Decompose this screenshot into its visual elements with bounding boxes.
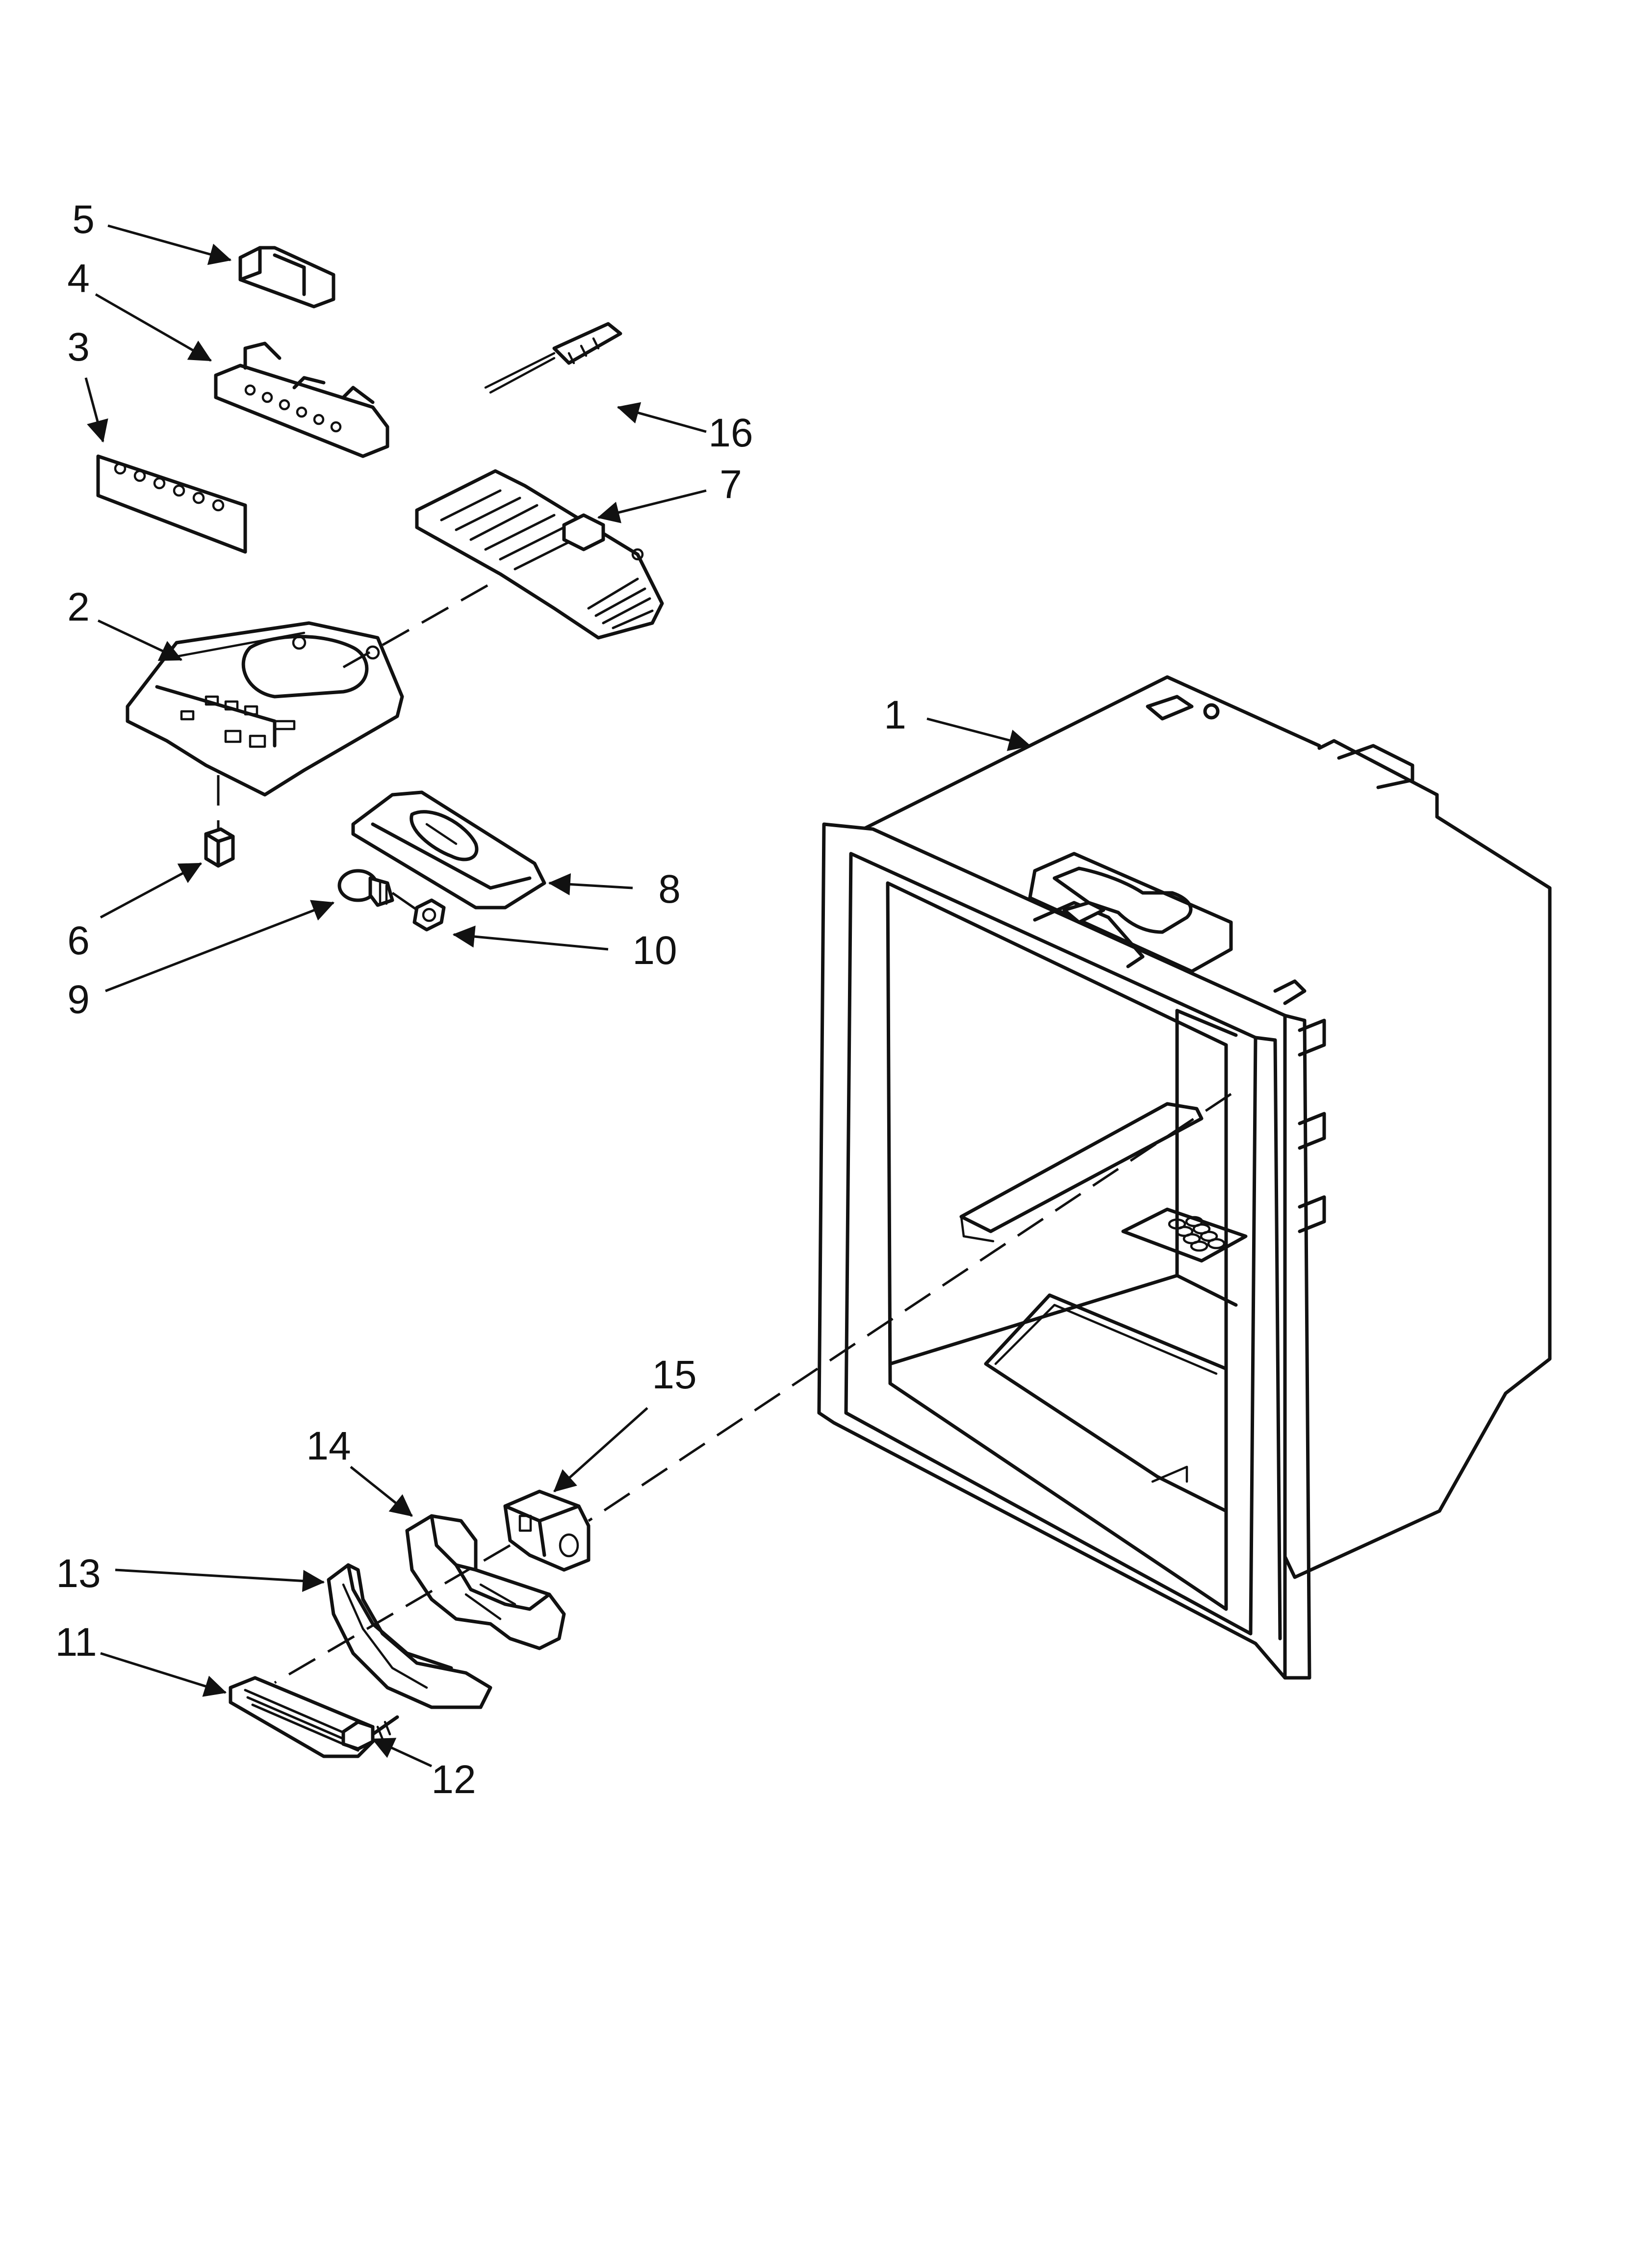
callout-4: 4 xyxy=(67,256,90,301)
part-7-diffuser-cover xyxy=(415,469,664,640)
leader-3 xyxy=(84,377,108,443)
leader-11 xyxy=(100,1652,227,1697)
leader-8 xyxy=(548,873,633,895)
callout-numbers: 1 2 3 4 5 6 7 8 9 10 11 12 13 14 15 16 xyxy=(55,197,906,1802)
callout-16: 16 xyxy=(708,411,753,455)
part-11-grille xyxy=(229,1676,375,1758)
part-13-bezel xyxy=(327,1563,492,1709)
leader-15 xyxy=(553,1407,648,1492)
callout-14: 14 xyxy=(306,1424,351,1468)
part-10-lamp-socket xyxy=(412,898,446,932)
assembly-line-9-to-10 xyxy=(391,891,420,913)
leader-2 xyxy=(97,619,183,661)
callout-7: 7 xyxy=(719,462,742,507)
part-12-screw xyxy=(341,1715,399,1751)
callout-12: 12 xyxy=(431,1757,476,1802)
leader-4 xyxy=(95,293,212,362)
callout-10: 10 xyxy=(632,928,677,973)
leader-13 xyxy=(115,1568,325,1592)
callout-1: 1 xyxy=(884,693,906,737)
leader-9 xyxy=(105,900,335,992)
callout-5: 5 xyxy=(72,197,95,242)
part-9-lamp-bulb xyxy=(337,869,394,907)
part-6-switch xyxy=(204,827,235,868)
callout-3: 3 xyxy=(67,325,90,369)
callout-6: 6 xyxy=(67,918,90,963)
leader-1 xyxy=(926,717,1031,751)
assembly-line-liner-to-15 xyxy=(588,1093,1232,1522)
part-3-button-strip xyxy=(96,454,247,554)
leader-7 xyxy=(597,489,707,523)
callout-8: 8 xyxy=(658,867,681,912)
assembly-line-14-to-11 xyxy=(274,1544,511,1684)
part-4-control-board xyxy=(214,341,389,458)
part-14-housing xyxy=(405,1514,566,1650)
callout-11: 11 xyxy=(55,1620,97,1665)
callout-2: 2 xyxy=(67,585,90,629)
part-16-thermistor xyxy=(484,322,622,394)
part-15-module xyxy=(503,1489,590,1572)
leader-arrows xyxy=(84,224,1031,1768)
leader-10 xyxy=(452,925,609,951)
assembly-line-2-to-7 xyxy=(342,582,491,669)
callout-9: 9 xyxy=(67,977,90,1022)
part-2-control-housing xyxy=(126,621,404,797)
assembly-lines xyxy=(217,582,1232,1684)
part-1-refrigerator-liner xyxy=(817,675,1552,1680)
part-8-light-housing xyxy=(351,790,546,910)
callout-13: 13 xyxy=(56,1551,101,1596)
callout-15: 15 xyxy=(652,1353,696,1397)
part-5-clip xyxy=(238,246,335,309)
leader-12 xyxy=(371,1738,433,1768)
leader-14 xyxy=(350,1466,413,1517)
leader-16 xyxy=(616,402,707,433)
leader-5 xyxy=(107,224,232,265)
leader-6 xyxy=(100,862,202,919)
